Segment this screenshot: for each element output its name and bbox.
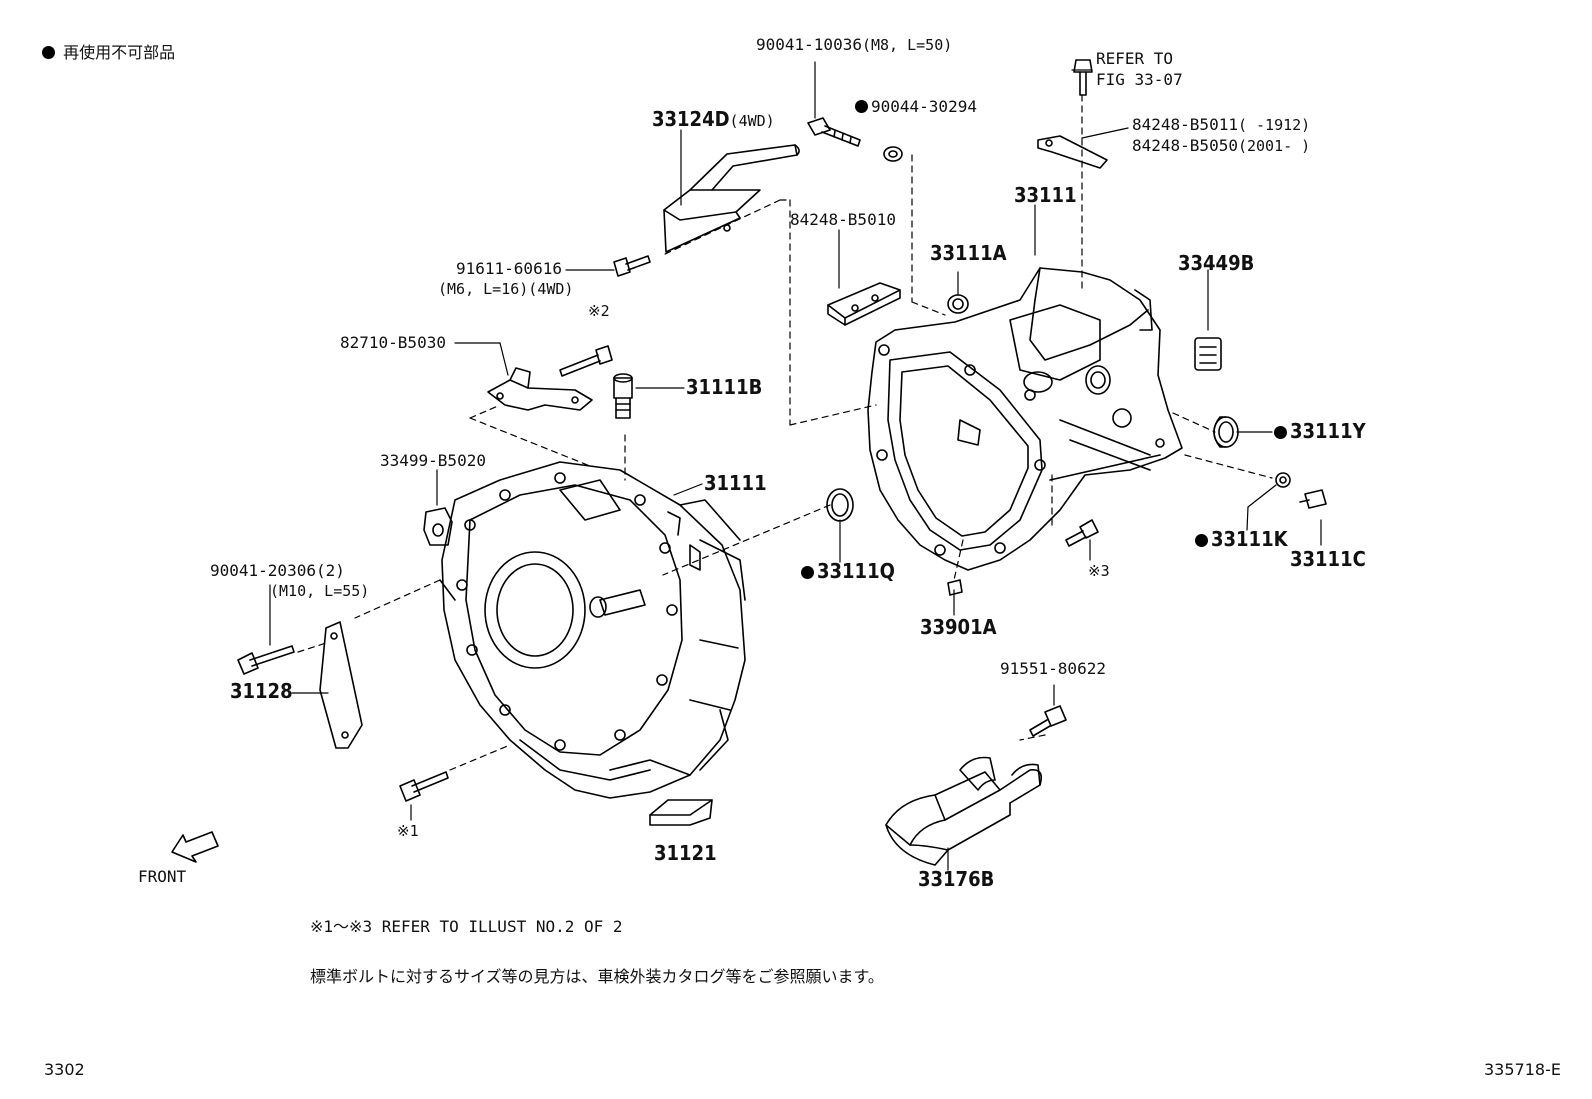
bolt-ref-2 (559, 345, 613, 377)
bracket-84248-b5010 (827, 282, 901, 326)
legend: 再使用不可部品 (42, 44, 175, 62)
label-90041-20306-note: (M10, L=55) (270, 582, 370, 600)
label-refer-line2: FIG 33-07 (1096, 70, 1183, 89)
label-front: FRONT (138, 867, 187, 886)
washer-33111k (1275, 472, 1291, 488)
label-ref-2: ※2 (588, 302, 610, 320)
label-33901a: 33901A (920, 615, 997, 639)
label-33111k: 33111K (1195, 529, 1288, 549)
label-33111q: 33111Q (801, 561, 895, 581)
transmission-case-33111 (867, 267, 1183, 571)
label-31111: 31111 (704, 471, 767, 495)
bracket-31128 (319, 621, 363, 749)
legend-text: 再使用不可部品 (63, 43, 176, 62)
label-ref-1: ※1 (397, 822, 419, 840)
bracket-82710-b5030 (487, 367, 593, 411)
assembly-dashed-lines (297, 94, 1273, 771)
label-33111c: 33111C (1290, 547, 1366, 571)
plug-33111c (1299, 489, 1327, 509)
label-31111b: 31111B (686, 375, 763, 399)
label-91611-60616-note: (M6, L=16)(4WD) (438, 280, 574, 298)
leader-lines (269, 61, 1322, 871)
bolt-ref-1 (399, 771, 449, 802)
breather-tube-33124d (663, 144, 800, 253)
washer-90044-30294 (883, 146, 903, 162)
bullet-icon (42, 46, 55, 59)
label-33111y: 33111Y (1274, 421, 1366, 441)
figure-number: 3302 (44, 1060, 85, 1079)
seal-33111a (947, 294, 969, 314)
label-33111: 33111 (1014, 183, 1077, 207)
label-33124d: 33124D(4WD) (652, 107, 775, 131)
label-90044-30294: 90044-30294 (855, 98, 977, 116)
seal-33111q (826, 488, 854, 522)
label-33499-b5020: 33499-B5020 (380, 451, 486, 470)
label-33176b: 33176B (918, 867, 995, 891)
label-31121: 31121 (654, 841, 717, 865)
bolt-90041-10036 (807, 117, 861, 147)
clutch-housing-31111 (439, 461, 746, 799)
label-refer-line1: REFER TO (1096, 49, 1174, 68)
label-91551-80622: 91551-80622 (1000, 659, 1106, 678)
plate-31121 (649, 799, 713, 826)
label-33449b: 33449B (1178, 251, 1255, 275)
bolt-91551-80622 (1029, 705, 1067, 737)
label-31128: 31128 (230, 679, 293, 703)
label-ref-3: ※3 (1088, 562, 1110, 580)
illustration-id: 335718-E (1484, 1060, 1561, 1079)
bolt-91611-60616 (613, 255, 651, 277)
seal-33111y (1213, 416, 1239, 448)
label-90041-20306: 90041-20306(2) (210, 561, 345, 580)
pin-33901a (947, 579, 963, 596)
label-82710-b5030: 82710-B5030 (340, 333, 446, 352)
label-84248-b5011: 84248-B5011( -1912) (1132, 115, 1311, 135)
part-33449b (1194, 337, 1222, 371)
label-84248-b5050: 84248-B5050(2001- ) (1132, 136, 1311, 156)
refer-note: ※1～※3 REFER TO ILLUST NO.2 OF 2 (310, 917, 623, 936)
jp-note: 標準ボルトに対するサイズ等の見方は、車検外装カタログ等をご参照願います。 (310, 967, 884, 986)
shift-fork-33176b (885, 756, 1043, 866)
bolt-90041-20306 (237, 645, 295, 675)
bracket-84248-b5011 (1037, 135, 1108, 169)
part-33499-b5020 (423, 507, 453, 546)
label-33111a: 33111A (930, 241, 1007, 265)
label-84248-b5010: 84248-B5010 (790, 210, 896, 229)
bolt-ref-3 (1065, 519, 1099, 547)
label-91611-60616: 91611-60616 (456, 259, 562, 278)
bolt-refer-fig-33-07 (1073, 59, 1093, 96)
label-90041-10036: 90041-10036(M8, L=50) (756, 35, 953, 55)
sensor-31111b (613, 373, 633, 419)
front-arrow-icon (171, 831, 219, 863)
